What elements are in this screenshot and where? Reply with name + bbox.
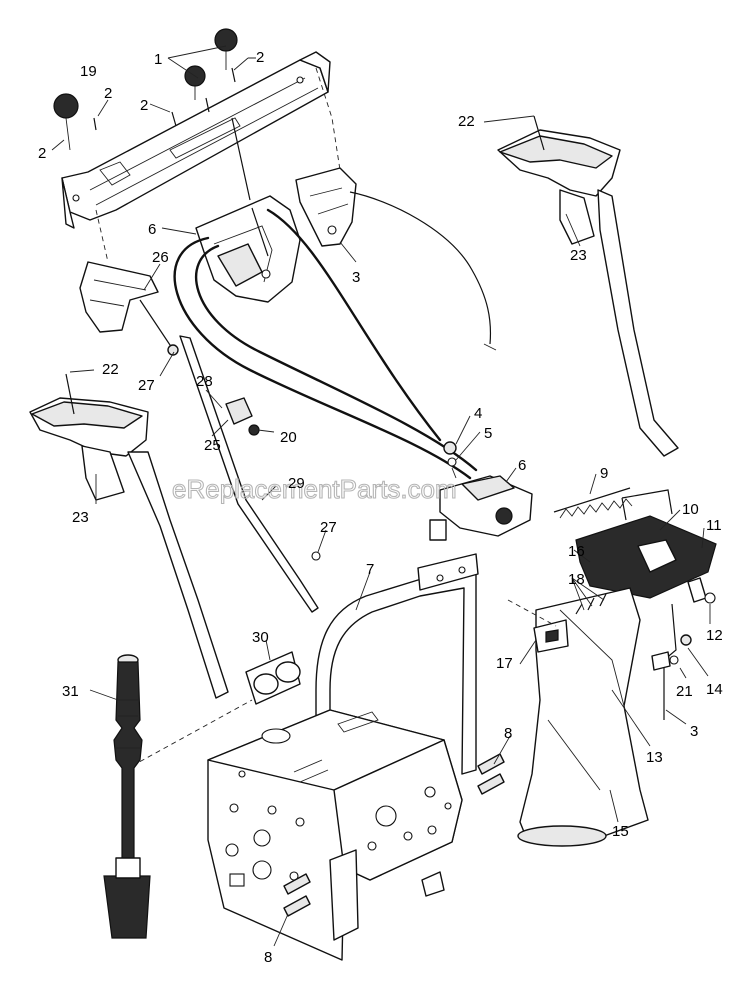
bolts-8 bbox=[283, 753, 505, 917]
drive-control-lever bbox=[295, 67, 357, 247]
shift-rod bbox=[179, 335, 321, 613]
callout-2: 2 bbox=[104, 85, 112, 102]
callout-2: 2 bbox=[256, 49, 264, 66]
spring bbox=[553, 487, 631, 513]
watermark: eReplacementParts.com bbox=[172, 474, 457, 504]
chute-crank-mount bbox=[429, 441, 533, 541]
callout-7: 7 bbox=[366, 561, 374, 578]
chute-cables bbox=[173, 208, 478, 480]
callout-16: 16 bbox=[568, 543, 585, 560]
callout-5: 5 bbox=[484, 425, 492, 442]
callout-27: 27 bbox=[138, 377, 155, 394]
callout-6: 6 bbox=[518, 457, 526, 474]
callout-25: 25 bbox=[204, 437, 221, 454]
callout-20: 20 bbox=[280, 429, 297, 446]
left-handle bbox=[29, 373, 229, 699]
callout-3: 3 bbox=[690, 723, 698, 740]
callout-12: 12 bbox=[706, 627, 723, 644]
clamp-guideline bbox=[131, 699, 253, 767]
callout-4: 4 bbox=[474, 405, 482, 422]
callout-22: 22 bbox=[458, 113, 475, 130]
callout-3: 3 bbox=[352, 269, 360, 286]
callout-14: 14 bbox=[706, 681, 723, 698]
screws-2 bbox=[93, 67, 236, 131]
right-handle bbox=[497, 115, 679, 457]
callout-10: 10 bbox=[682, 501, 699, 518]
callout-17: 17 bbox=[496, 655, 513, 672]
control-knobs bbox=[53, 28, 238, 151]
callout-2: 2 bbox=[140, 97, 148, 114]
callout-19: 19 bbox=[80, 63, 97, 80]
callout-6: 6 bbox=[148, 221, 156, 238]
callout-9: 9 bbox=[600, 465, 608, 482]
callout-26: 26 bbox=[152, 249, 169, 266]
upper-handle-panel bbox=[61, 51, 331, 229]
clamp bbox=[245, 651, 301, 705]
chute-rod bbox=[651, 592, 716, 720]
cable-thin bbox=[349, 191, 492, 345]
callout-11: 11 bbox=[706, 517, 722, 534]
callout-1: 1 bbox=[154, 51, 162, 68]
discharge-chute bbox=[507, 587, 649, 847]
callout-13: 13 bbox=[646, 749, 663, 766]
callout-22: 22 bbox=[102, 361, 119, 378]
callout-31: 31 bbox=[62, 683, 79, 700]
shift-bracket bbox=[195, 117, 301, 303]
callout-30: 30 bbox=[252, 629, 269, 646]
lower-frame-housing bbox=[207, 709, 463, 961]
callout-23: 23 bbox=[570, 247, 587, 264]
lower-handle-frame bbox=[315, 553, 479, 865]
callout-23: 23 bbox=[72, 509, 89, 526]
leader-lines bbox=[51, 45, 711, 947]
callout-8: 8 bbox=[504, 725, 512, 742]
callout-15: 15 bbox=[612, 823, 629, 840]
callout-29: 29 bbox=[288, 475, 305, 492]
callout-18: 18 bbox=[568, 571, 585, 588]
callout-8: 8 bbox=[264, 949, 272, 966]
callout-28: 28 bbox=[196, 373, 213, 390]
chute-deflector bbox=[575, 489, 717, 603]
callout-2: 2 bbox=[38, 145, 46, 162]
callout-27: 27 bbox=[320, 519, 337, 536]
crank-shaft bbox=[103, 654, 151, 939]
left-lever-bracket bbox=[79, 209, 179, 356]
callout-21: 21 bbox=[676, 683, 693, 700]
